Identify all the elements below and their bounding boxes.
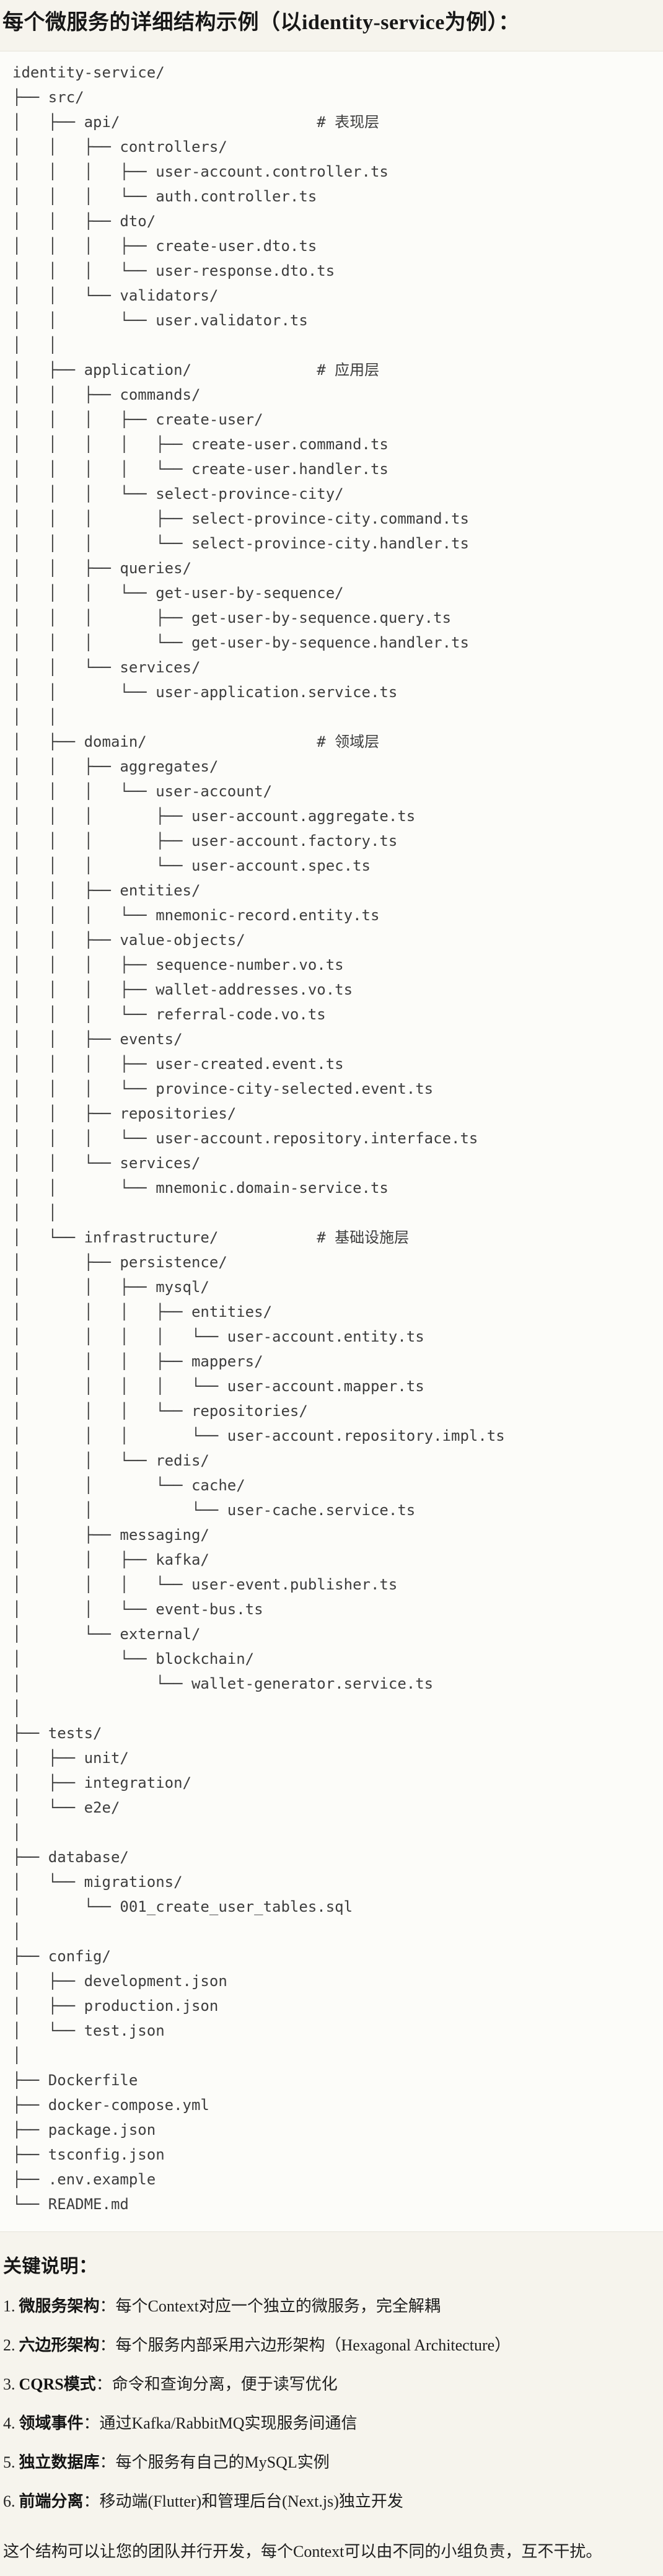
note-term: 前端分离 bbox=[19, 2492, 84, 2510]
note-item: 5.独立数据库：每个服务有自己的MySQL实例 bbox=[3, 2451, 657, 2474]
note-number: 6. bbox=[3, 2492, 15, 2510]
file-tree: identity-service/ ├── src/ │ ├── api/ # … bbox=[12, 63, 505, 2213]
note-number: 5. bbox=[3, 2453, 15, 2471]
note-description: 每个服务有自己的MySQL实例 bbox=[115, 2453, 330, 2471]
note-description: 每个Context对应一个独立的微服务，完全解耦 bbox=[115, 2297, 441, 2315]
note-item: 2.六边形架构：每个服务内部采用六边形架构（Hexagonal Architec… bbox=[3, 2334, 657, 2357]
note-number: 2. bbox=[3, 2336, 15, 2354]
code-block: identity-service/ ├── src/ │ ├── api/ # … bbox=[0, 50, 663, 2232]
note-separator: ： bbox=[99, 2336, 116, 2354]
note-term: 领域事件 bbox=[19, 2414, 84, 2432]
note-separator: ： bbox=[83, 2492, 100, 2510]
note-description: 每个服务内部采用六边形架构（Hexagonal Architecture） bbox=[115, 2336, 511, 2354]
note-separator: ： bbox=[95, 2375, 112, 2393]
note-term: 微服务架构 bbox=[19, 2297, 100, 2315]
key-notes-list: 1.微服务架构：每个Context对应一个独立的微服务，完全解耦 2.六边形架构… bbox=[3, 2295, 657, 2513]
note-number: 3. bbox=[3, 2375, 15, 2393]
note-description: 命令和查询分离，便于读写优化 bbox=[112, 2375, 338, 2393]
note-item: 6.前端分离：移动端(Flutter)和管理后台(Next.js)独立开发 bbox=[3, 2490, 657, 2513]
note-separator: ： bbox=[99, 2453, 116, 2471]
note-separator: ： bbox=[99, 2297, 116, 2315]
page-title: 每个微服务的详细结构示例（以identity-service为例）： bbox=[2, 11, 520, 34]
note-separator: ： bbox=[83, 2414, 100, 2432]
note-term: 六边形架构 bbox=[19, 2336, 100, 2354]
closing-paragraph: 这个结构可以让您的团队并行开发，每个Context可以由不同的小组负责，互不干扰… bbox=[3, 2542, 602, 2561]
note-term: 独立数据库 bbox=[19, 2453, 100, 2471]
note-item: 1.微服务架构：每个Context对应一个独立的微服务，完全解耦 bbox=[3, 2295, 657, 2318]
note-item: 3.CQRS模式：命令和查询分离，便于读写优化 bbox=[3, 2373, 657, 2396]
note-description: 通过Kafka/RabbitMQ实现服务间通信 bbox=[99, 2414, 358, 2432]
key-notes-section: 关键说明： 1.微服务架构：每个Context对应一个独立的微服务，完全解耦 2… bbox=[0, 2254, 663, 2564]
note-description: 移动端(Flutter)和管理后台(Next.js)独立开发 bbox=[99, 2492, 403, 2510]
note-item: 4.领域事件：通过Kafka/RabbitMQ实现服务间通信 bbox=[3, 2412, 657, 2435]
note-number: 1. bbox=[3, 2297, 15, 2315]
note-term: CQRS模式 bbox=[19, 2375, 96, 2393]
note-number: 4. bbox=[3, 2414, 15, 2432]
key-notes-heading: 关键说明： bbox=[3, 2256, 98, 2277]
